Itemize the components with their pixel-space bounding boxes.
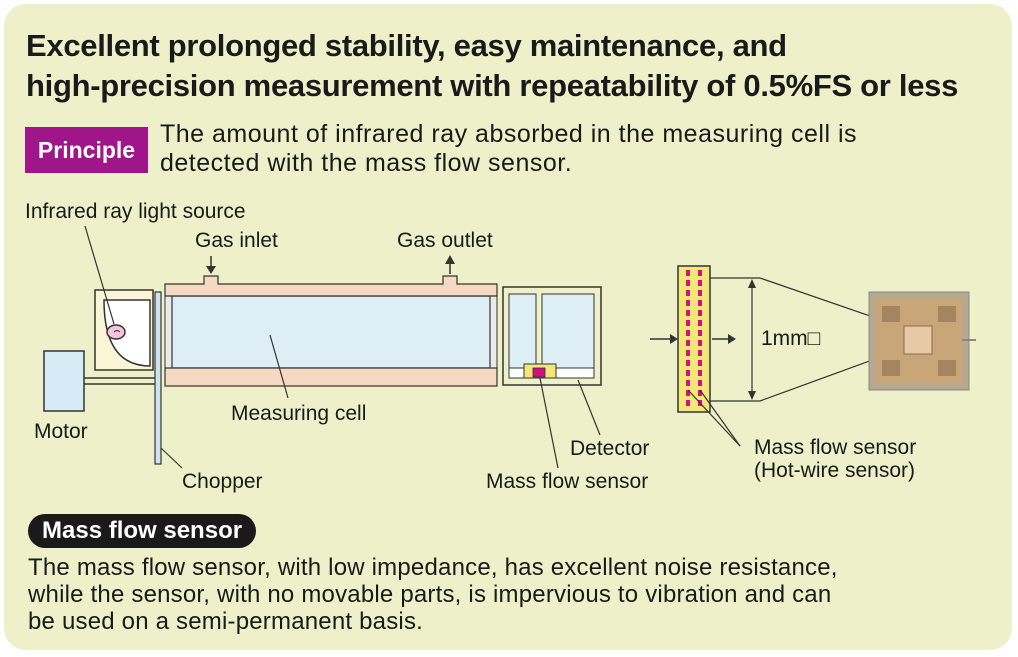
cell-window-right [489, 295, 498, 369]
section-line-1: The mass flow sensor, with low impedance… [28, 554, 838, 581]
lamp-filament [113, 330, 121, 333]
leader-light-source [84, 225, 115, 325]
flow-arrow-left-head [670, 334, 678, 344]
label-motor: Motor [34, 420, 88, 443]
sensor-strip [677, 265, 711, 413]
leader-mass-flow-sensor [539, 377, 559, 469]
detector-sensor-chip [532, 367, 546, 378]
section-description: The mass flow sensor, with low impedance… [28, 554, 1008, 635]
headline-line-2: high-precision measurement with repeatab… [26, 68, 959, 103]
gas-outlet-arrowhead [445, 255, 455, 264]
leader-hotwire-2 [699, 389, 741, 447]
principle-description: The amount of infrared ray absorbed in t… [160, 120, 1000, 178]
principle-line-1: The amount of infrared ray absorbed in t… [160, 120, 858, 148]
cell-bottom-wall [164, 367, 498, 387]
sensor-photo-pad-br [938, 360, 956, 376]
label-detector: Detector [570, 437, 650, 460]
sensor-photo-center [903, 325, 933, 355]
label-mass-flow-sensor: Mass flow sensor [486, 470, 649, 493]
cell-window-left [164, 295, 173, 369]
label-gas-inlet: Gas inlet [195, 229, 278, 252]
leader-chopper [160, 447, 183, 469]
gas-inlet-arrowhead [206, 266, 216, 274]
label-sensor-detail-2: (Hot-wire sensor) [754, 459, 916, 482]
leader-measuring-cell [269, 334, 289, 399]
sensor-photo-pad-tl [882, 306, 900, 322]
label-light-source: Infrared ray light source [25, 200, 246, 223]
chopper [154, 291, 162, 465]
cell-top-wall [164, 275, 498, 297]
section-line-3: be used on a semi-permanent basis. [28, 608, 424, 635]
label-size: 1mm□ [761, 327, 821, 350]
dim-arrowhead-bottom [748, 391, 756, 400]
sensor-photo-pad-tr [938, 306, 956, 322]
section-line-2: while the sensor, with no movable parts,… [28, 581, 832, 608]
principle-badge: Principle [25, 127, 148, 173]
principle-line-2: detected with the mass flow sensor. [160, 149, 573, 177]
dim-arrowhead-top [748, 279, 756, 288]
reflector [103, 299, 151, 367]
label-sensor-detail-1: Mass flow sensor [754, 436, 917, 459]
section-badge: Mass flow sensor [28, 514, 257, 548]
label-chopper: Chopper [182, 470, 263, 493]
label-measuring-cell: Measuring cell [231, 402, 367, 425]
lamp-icon [106, 324, 126, 340]
detector-chamber-left [508, 293, 537, 369]
detector-chamber-right [541, 293, 595, 369]
leader-detector [577, 379, 601, 436]
sensor-photo-pad-bl [882, 360, 900, 376]
measuring-cell-body [171, 295, 491, 369]
headline-line-1: Excellent prolonged stability, easy main… [26, 28, 787, 63]
flow-arrow-right-head [728, 334, 736, 344]
label-gas-outlet: Gas outlet [397, 229, 493, 252]
leader-hotwire-1 [687, 389, 741, 447]
headline: Excellent prolonged stability, easy main… [26, 26, 1006, 106]
motor-box [43, 350, 85, 412]
